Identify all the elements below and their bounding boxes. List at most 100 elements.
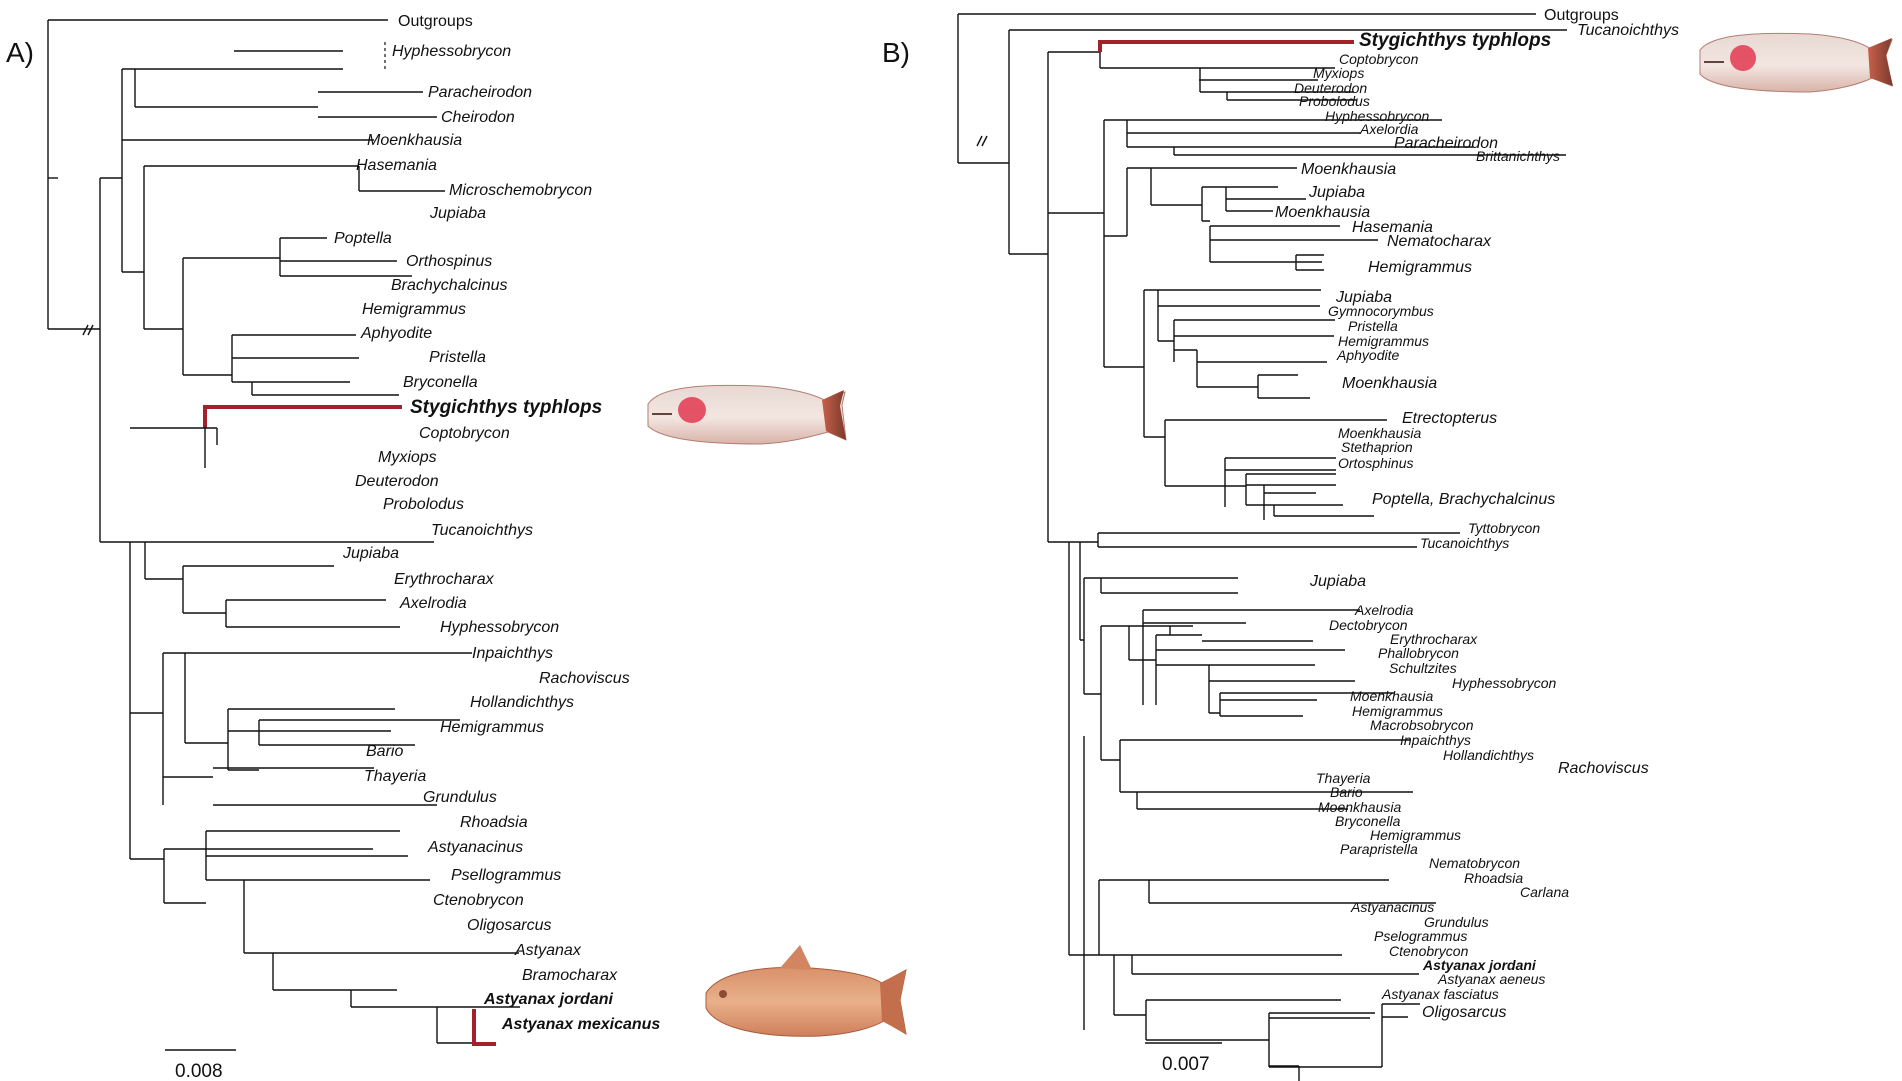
taxon-label: Inpaichthys	[1400, 732, 1471, 748]
panel-a-stygichthys-stem	[130, 427, 218, 468]
taxon-label: Hemigrammus	[1338, 333, 1429, 349]
taxon-label: Hollandichthys	[470, 694, 574, 711]
taxon-label: Deuterodon	[355, 473, 439, 490]
panel-b-label: B)	[882, 37, 910, 68]
taxon-label: Hyphessobrycon	[1325, 108, 1429, 124]
taxon-label: Orthospinus	[406, 253, 492, 270]
taxon-label: Oligosarcus	[467, 917, 551, 934]
taxon-label: Astyanacinus	[427, 839, 523, 856]
taxon-label: Moenkhausia	[1275, 204, 1370, 221]
taxon-label: Bryconella	[403, 374, 478, 391]
taxon-label: Bramocharax	[522, 967, 618, 984]
taxon-label: Thayeria	[1316, 770, 1371, 786]
taxon-label: Jupiaba	[1309, 573, 1366, 590]
taxon-label: Moenkhausia	[1342, 375, 1437, 392]
taxon-label: Etrectopterus	[1402, 410, 1497, 427]
taxon-label: Poptella	[334, 230, 392, 247]
taxon-label: Tyttobrycon	[1468, 520, 1540, 536]
taxon-label: Jupiaba	[1335, 289, 1392, 306]
taxon-label: Hollandichthys	[1443, 747, 1534, 763]
taxon-label: Hemigrammus	[1370, 827, 1461, 843]
taxon-label: Aphyodite	[1336, 347, 1399, 363]
taxon-label: Astyanax jordani	[483, 991, 613, 1008]
panel-a-scale-label: 0.008	[175, 1061, 223, 1081]
taxon-label: Rhoadsia	[460, 814, 528, 831]
taxon-label: Thayeria	[364, 768, 426, 785]
taxon-label: Myxiops	[1313, 65, 1364, 81]
taxon-label: Hemigrammus	[1368, 259, 1472, 276]
taxon-label: Stygichthys typhlops	[1359, 30, 1551, 51]
taxon-label: Hemigrammus	[362, 301, 466, 318]
taxon-label: Stygichthys typhlops	[410, 397, 602, 418]
taxon-label: Axelrodia	[1354, 602, 1414, 618]
taxon-label: Pselogrammus	[1374, 928, 1467, 944]
taxon-label: Macrobsobrycon	[1370, 717, 1474, 733]
taxon-label: Ctenobrycon	[1389, 943, 1469, 959]
taxon-label: Bario	[366, 743, 403, 760]
taxon-label: Axelrodia	[399, 595, 467, 612]
taxon-label: Nematobrycon	[1429, 855, 1520, 871]
taxon-label: Brachychalcinus	[391, 277, 508, 294]
panel-a-axis-break	[82, 324, 94, 336]
taxon-label: Pristella	[429, 349, 486, 366]
panel-b-stygichthys-branch	[1098, 40, 1354, 52]
taxon-label: Astyanax mexicanus	[501, 1016, 660, 1033]
taxon-label: Microschemobrycon	[449, 182, 592, 199]
panel-b-branches	[957, 13, 1567, 1081]
taxon-label: Inpaichthys	[472, 645, 553, 662]
taxon-label: Pristella	[1348, 318, 1398, 334]
taxon-label: Deuterodon	[1294, 80, 1367, 96]
panel-a-mexicanus-branch	[472, 1009, 496, 1046]
taxon-label: Parapristella	[1340, 841, 1418, 857]
taxon-label: Ctenobrycon	[433, 892, 524, 909]
taxon-label: Moenkhausia	[1301, 161, 1396, 178]
taxon-label: Myxiops	[378, 449, 437, 466]
taxon-label: Ortosphinus	[1338, 455, 1413, 471]
taxon-label: Moenkhausia	[1350, 688, 1433, 704]
taxon-label: Hasemania	[1352, 219, 1433, 236]
taxon-label: Cheirodon	[441, 109, 515, 126]
taxon-label: Grundulus	[1424, 914, 1489, 930]
stygichthys-photo-a	[647, 384, 847, 445]
taxon-label: Hyphessobrycon	[1452, 675, 1556, 691]
taxon-label: Axelordia	[1359, 121, 1419, 137]
taxon-label: Astyanax aeneus	[1437, 971, 1545, 987]
taxon-label: Hemigrammus	[440, 719, 544, 736]
taxon-label: Astyanax	[514, 942, 582, 959]
taxon-label: Nematocharax	[1387, 233, 1492, 250]
taxon-label: Aphyodite	[360, 325, 432, 342]
panel-a-branches	[47, 19, 520, 1044]
taxon-label: Moenkhausia	[1318, 799, 1401, 815]
taxon-label: Moenkhausia	[367, 132, 462, 149]
taxon-label: Hasemania	[356, 157, 437, 174]
taxon-label: Psellogrammus	[451, 867, 561, 884]
taxon-label: Astyanacinus	[1350, 899, 1434, 915]
taxon-label: Jupiaba	[1308, 184, 1365, 201]
taxon-label: Probolodus	[383, 496, 464, 513]
taxon-label: Brittanichthys	[1476, 148, 1560, 164]
taxon-label: Carlana	[1520, 884, 1569, 900]
taxon-label: Moenkhausia	[1338, 425, 1421, 441]
taxon-label: Gymnocorymbus	[1328, 303, 1434, 319]
taxon-label: Paracheirodon	[428, 84, 532, 101]
taxon-label: Hemigrammus	[1352, 703, 1443, 719]
taxon-label: Erythrocharax	[1390, 631, 1478, 647]
taxon-label: Tucanoichthys	[431, 522, 533, 539]
panel-b-scale-label: 0.007	[1162, 1054, 1210, 1075]
panel-a-outgroups-label: Outgroups	[398, 13, 473, 30]
taxon-label: Jupiaba	[429, 205, 486, 222]
taxon-label: Tucanoichthys	[1577, 22, 1679, 39]
taxon-label: Rhoadsia	[1464, 870, 1523, 886]
taxon-label: Bario	[1330, 784, 1363, 800]
taxon-label: Poptella, Brachychalcinus	[1372, 491, 1555, 508]
taxon-label: Phallobrycon	[1378, 645, 1459, 661]
taxon-label: Bryconella	[1335, 813, 1401, 829]
taxon-label: Rachoviscus	[1558, 760, 1649, 777]
taxon-label: Stethaprion	[1341, 439, 1413, 455]
stygichthys-photo-b	[1699, 32, 1893, 93]
taxon-label: Rachoviscus	[539, 670, 630, 687]
panel-b-outgroups-label: Outgroups	[1544, 7, 1619, 24]
taxon-label: Jupiaba	[342, 545, 399, 562]
